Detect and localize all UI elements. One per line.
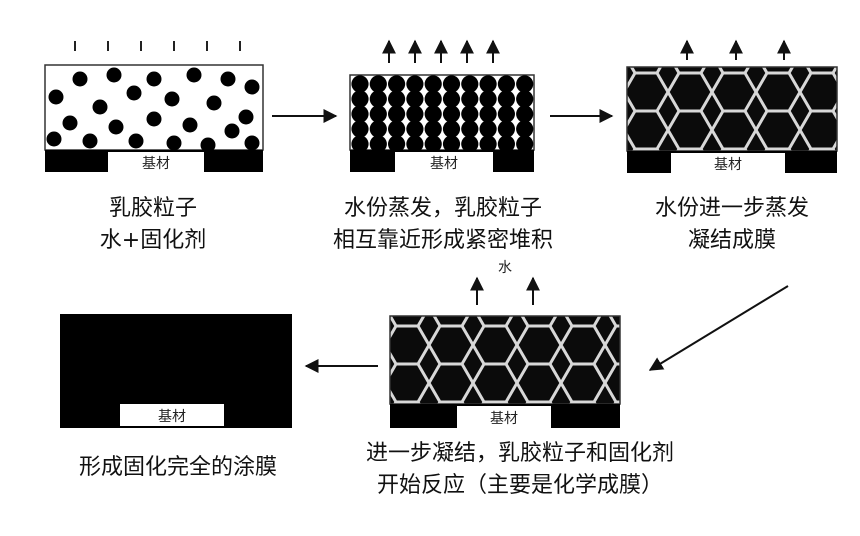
substrate-label: 基材 (714, 156, 742, 173)
stage1-diagram: 基材 (42, 35, 267, 175)
stage2-diagram: 基材 (347, 35, 537, 175)
latex-particles (46, 67, 260, 153)
substrate-label: 基材 (490, 410, 518, 427)
substrate-label: 基材 (430, 155, 458, 172)
cured-coating (60, 314, 292, 402)
caption-stage3: 水份进一步蒸发 凝结成膜 (654, 196, 809, 253)
packed-latex-particles (351, 75, 534, 153)
water-label: 水 (498, 260, 512, 276)
substrate: 基材 (45, 150, 263, 172)
substrate-label: 基材 (158, 408, 186, 425)
substrate-label: 基材 (142, 155, 170, 172)
caption-stage1: 乳胶粒子 水+固化剂 (99, 196, 207, 253)
caption-stage4: 进一步凝结，乳胶粒子和固化剂 开始反应（主要是化学成膜） (365, 441, 674, 498)
caption-stage5: 形成固化完全的涂膜 (78, 455, 277, 480)
stage3-diagram: 基材 (624, 35, 840, 175)
evaporation-arrows (470, 276, 540, 305)
stage4-diagram: 水 基材 (385, 250, 625, 430)
caption-stage2: 水份蒸发，乳胶粒子 相互靠近形成紧密堆积 (332, 196, 553, 253)
arrow-stage3-to-stage4 (648, 285, 789, 371)
evaporation-arrows (382, 39, 500, 63)
substrate: 基材 (627, 151, 837, 173)
stage5-diagram: 基材 (58, 312, 294, 432)
evaporation-ticks (74, 41, 241, 51)
substrate: 基材 (390, 404, 620, 428)
substrate: 基材 (60, 402, 292, 428)
evaporation-arrows (680, 39, 791, 60)
hexagonal-film (389, 315, 621, 405)
substrate: 基材 (350, 150, 534, 172)
